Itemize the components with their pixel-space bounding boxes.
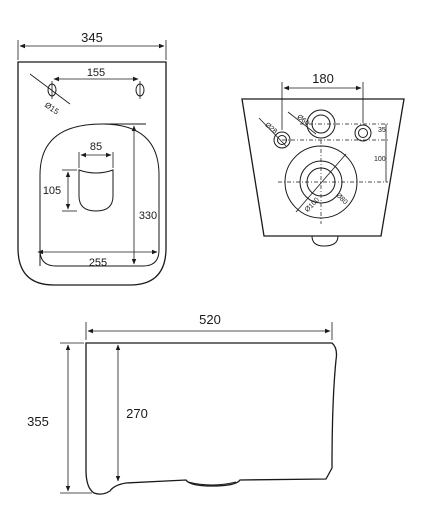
seat-depth-label: 105 <box>43 185 61 197</box>
bowl-inner-rim <box>39 123 160 267</box>
overall-width-label: 345 <box>81 30 103 45</box>
diameter-28-label: Ø28 <box>263 122 278 136</box>
diameter-100-label: Ø100 <box>304 197 321 214</box>
bolt-hole-right <box>354 124 372 142</box>
pipe-spacing-label: 180 <box>312 71 334 86</box>
diameter-60-label: Ø60 <box>296 114 311 128</box>
top-view: 345 155 Ø15 85 105 330 255 <box>17 30 167 286</box>
bowl-opening <box>78 169 114 212</box>
side-view: 520 355 270 <box>27 312 338 495</box>
hole-spacing-label: 155 <box>87 67 105 79</box>
bolt-hole-left <box>273 131 291 149</box>
back-view-outline <box>241 98 405 237</box>
offset-35-label: 35 <box>378 127 386 134</box>
seat-width-label: 85 <box>90 141 102 153</box>
body-height-label: 270 <box>126 406 148 421</box>
back-view: 180 35 100 Ø28 Ø60 Ø80 Ø100 <box>241 71 405 247</box>
depth-label: 520 <box>199 312 221 327</box>
offset-100-label: 100 <box>374 156 386 163</box>
toilet-top-outline <box>17 61 167 286</box>
side-view-outline <box>85 342 338 495</box>
bowl-width-label: 255 <box>89 257 107 269</box>
hole-diameter-label: Ø15 <box>43 100 61 116</box>
total-height-label: 355 <box>27 414 49 429</box>
mounting-hole-right <box>135 81 145 99</box>
bowl-length-label: 330 <box>139 210 157 222</box>
diameter-80-label: Ø80 <box>334 192 348 206</box>
